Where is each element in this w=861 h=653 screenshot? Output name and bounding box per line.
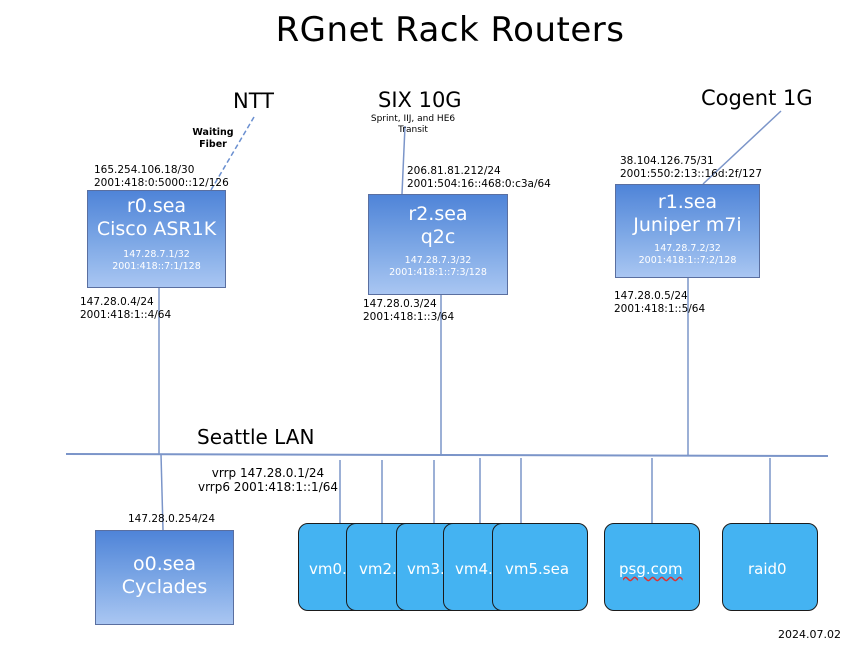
r0-loopback-v6: 2001:418::7:1/128 bbox=[112, 261, 201, 272]
lan-bus-line bbox=[65, 453, 829, 457]
vrrp-v6: vrrp6 2001:418:1::1/64 bbox=[197, 480, 339, 494]
r1-model: Juniper m7i bbox=[633, 214, 742, 236]
r1-lan-v6: 2001:418:1::5/64 bbox=[614, 303, 706, 315]
vm2-label: vm2. bbox=[359, 560, 397, 578]
r2-model: q2c bbox=[420, 226, 456, 248]
raid0-box: raid0 bbox=[722, 523, 818, 611]
console-server-box: o0.sea Cyclades bbox=[95, 530, 234, 625]
r1-lan-v4: 147.28.0.5/24 bbox=[614, 290, 688, 302]
ntt-label: NTT bbox=[233, 89, 274, 113]
r2-loopback-v6: 2001:418:1::7:3/128 bbox=[389, 267, 487, 278]
six-label: SIX 10G bbox=[378, 88, 462, 112]
console-name: o0.sea bbox=[133, 553, 196, 575]
r0-name: r0.sea bbox=[126, 195, 187, 217]
cogent-label: Cogent 1G bbox=[701, 86, 813, 110]
r2-loopback-v4: 147.28.7.3/32 bbox=[404, 255, 472, 266]
r0-router-box: r0.sea Cisco ASR1K 147.28.7.1/32 2001:41… bbox=[87, 190, 226, 288]
vm3-label: vm3. bbox=[407, 560, 445, 578]
cogent-link bbox=[702, 110, 782, 185]
r2-wan-v4: 206.81.81.212/24 bbox=[407, 165, 501, 177]
r2-router-box: r2.sea q2c 147.28.7.3/32 2001:418:1::7:3… bbox=[368, 194, 508, 295]
r0-model: Cisco ASR1K bbox=[96, 218, 217, 240]
r0-wan-v6: 2001:418:0:5000::12/126 bbox=[94, 177, 229, 189]
console-model: Cyclades bbox=[121, 576, 208, 598]
six-note: Sprint, IIJ, and HE6 Transit bbox=[370, 114, 456, 135]
r2-lan-v6: 2001:418:1::3/64 bbox=[363, 311, 455, 323]
console-addr: 147.28.0.254/24 bbox=[128, 513, 216, 525]
console-lan-link bbox=[160, 453, 164, 531]
r1-name: r1.sea bbox=[657, 191, 718, 213]
r0-loopback-v4: 147.28.7.1/32 bbox=[123, 249, 190, 260]
raid0-label: raid0 bbox=[748, 560, 787, 578]
vm0-label: vm0. bbox=[309, 560, 347, 578]
psg-box: psg.com bbox=[604, 523, 700, 611]
vrrp-v4: vrrp 147.28.0.1/24 bbox=[211, 466, 325, 480]
vm5-label: vm5.sea bbox=[505, 560, 570, 578]
r2-lan-v4: 147.28.0.3/24 bbox=[363, 298, 437, 310]
r1-router-box: r1.sea Juniper m7i 147.28.7.2/32 2001:41… bbox=[615, 184, 760, 278]
ntt-note: Waiting Fiber bbox=[192, 127, 234, 150]
r1-loopback-v4: 147.28.7.2/32 bbox=[654, 243, 721, 254]
r0-wan-v4: 165.254.106.18/30 bbox=[94, 164, 195, 176]
r2-name: r2.sea bbox=[408, 203, 468, 225]
r0-lan-v6: 2001:418:1::4/64 bbox=[80, 309, 172, 321]
lan-label: Seattle LAN bbox=[197, 425, 315, 449]
diagram-title: RGnet Rack Routers bbox=[275, 10, 625, 50]
diagram-date: 2024.07.02 bbox=[778, 628, 841, 641]
r0-lan-v4: 147.28.0.4/24 bbox=[80, 296, 154, 308]
r1-loopback-v6: 2001:418:1::7:2/128 bbox=[638, 255, 737, 266]
vm4-label: vm4. bbox=[455, 560, 493, 578]
six-link bbox=[401, 125, 406, 195]
ntt-dashed-link bbox=[210, 116, 255, 191]
psg-label: psg.com bbox=[619, 560, 683, 578]
r2-wan-v6: 2001:504:16::468:0:c3a/64 bbox=[407, 178, 551, 190]
vm5-box: vm5.sea bbox=[492, 523, 588, 611]
r1-wan-v4: 38.104.126.75/31 bbox=[620, 155, 714, 167]
r1-wan-v6: 2001:550:2:13::16d:2f/127 bbox=[620, 168, 763, 180]
